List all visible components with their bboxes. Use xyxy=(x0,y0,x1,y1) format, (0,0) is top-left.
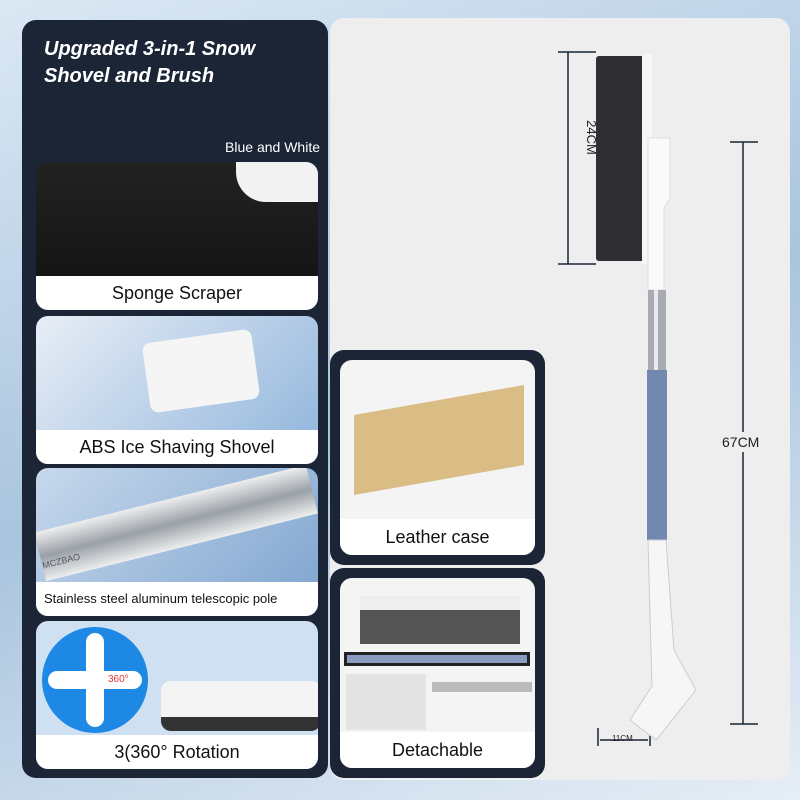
feature-card-sponge-scraper: Sponge Scraper xyxy=(36,162,318,310)
feature-card-rotation: 360° 3(360° Rotation xyxy=(36,621,318,769)
brush-length-label: 24CM xyxy=(583,120,599,155)
shovel-part-image xyxy=(346,674,426,730)
page-title: Upgraded 3-in-1 Snow Shovel and Brush xyxy=(44,38,256,87)
feature-label: Sponge Scraper xyxy=(36,276,318,310)
rotation-circle: 360° xyxy=(42,627,148,733)
snow-brush-dimension-drawing xyxy=(558,51,758,746)
brush-part-image xyxy=(360,596,520,644)
tube-part-image xyxy=(432,682,532,692)
pole-image xyxy=(36,468,318,582)
total-length-label: 67CM xyxy=(722,432,760,452)
color-label: Blue and White xyxy=(225,139,320,155)
feature-label: 3(360° Rotation xyxy=(36,735,318,769)
extra-card-detachable: Detachable xyxy=(330,568,545,778)
scraper-image xyxy=(236,162,318,202)
box-image xyxy=(354,385,524,495)
extra-label: Leather case xyxy=(340,519,535,555)
brush-head-image xyxy=(161,681,318,731)
blade-width-label: 11CM xyxy=(612,734,633,743)
rotation-badge: 360° xyxy=(108,674,129,685)
feature-card-telescopic-pole: MCZBAO Stainless steel aluminum telescop… xyxy=(36,468,318,616)
feature-card-ice-shovel: ABS Ice Shaving Shovel xyxy=(36,316,318,464)
shovel-image xyxy=(141,328,261,414)
feature-label: Stainless steel aluminum telescopic pole xyxy=(36,582,318,616)
extra-card-leather-case: Leather case xyxy=(330,350,545,565)
extra-label: Detachable xyxy=(340,732,535,768)
feature-label: ABS Ice Shaving Shovel xyxy=(36,430,318,464)
pole-part-image xyxy=(344,652,530,666)
